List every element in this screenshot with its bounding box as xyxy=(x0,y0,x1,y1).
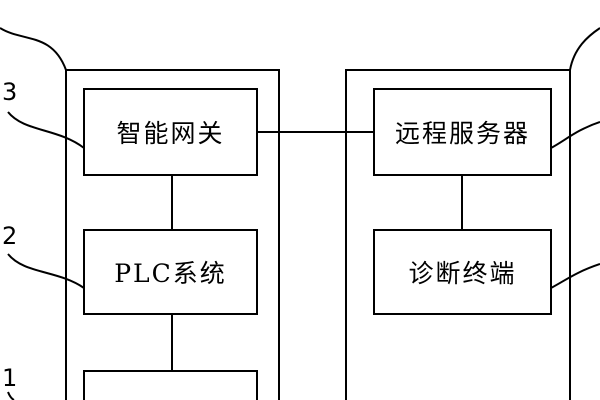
leader-right-container xyxy=(569,27,600,71)
bottom-box xyxy=(83,370,258,400)
ref-number-3: 3 xyxy=(2,78,18,106)
terminal-box xyxy=(373,229,552,315)
leader-ref-3 xyxy=(7,111,85,149)
gateway-box xyxy=(83,88,258,176)
right-container-frame xyxy=(345,69,571,400)
leader-ref-2 xyxy=(7,253,85,289)
leader-left-container xyxy=(0,27,67,71)
leader-terminal-right xyxy=(550,263,600,289)
plc-box xyxy=(83,229,258,315)
ref-number-1: 1 xyxy=(2,364,18,392)
leader-ref-1 xyxy=(7,391,15,400)
left-container-frame xyxy=(65,69,280,400)
server-box xyxy=(373,88,552,176)
ref-number-2: 2 xyxy=(2,222,18,250)
leader-server-right xyxy=(550,121,600,149)
